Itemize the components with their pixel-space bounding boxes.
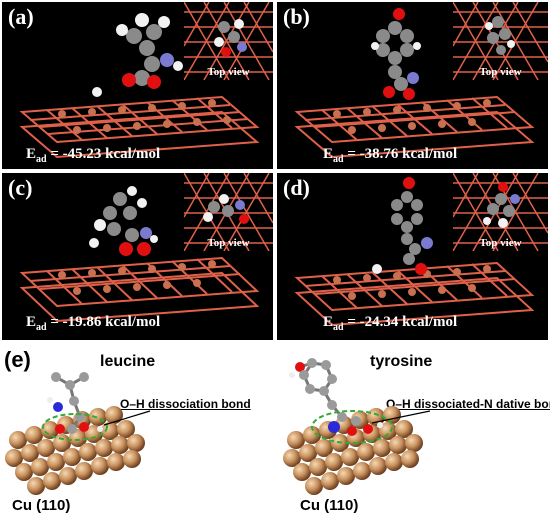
panel-a-structure [19,13,260,159]
copper-slab [19,95,260,159]
leucine-3d [47,372,103,434]
panel-a-energy: Ead = -45.23 kcal/mol [26,146,161,165]
leucine-bond-highlight [42,413,108,441]
panel-c-top-view-inset: Top view [184,173,273,251]
panel-b: (b) Top view Ead = -38.76 kcal/mol [277,2,548,169]
leucine-molecule-c [89,186,158,256]
panel-d-energy: Ead = -24.34 kcal/mol [323,314,458,333]
panel-c: (c) Top view Ead = -19.86 kcal/mol [2,173,273,340]
leucine-molecule [92,13,183,97]
tyrosine-3d [289,358,383,436]
tyrosine-molecule-d [372,177,433,275]
panel-a-label: (a) [8,4,34,29]
panel-a: (a) Top view Ead = -45.23 kcal/mol [2,2,273,169]
panel-c-top-view-label: Top view [207,237,250,249]
tyrosine-molecule [371,8,421,100]
panel-b-top-view-label: Top view [479,66,522,78]
section-e-label: (e) [4,347,31,372]
panel-c-label: (c) [8,175,33,200]
panel-a-top-view-label: Top view [207,66,250,78]
panel-b-label: (b) [283,4,310,29]
panel-b-energy: Ead = -38.76 kcal/mol [323,146,458,165]
section-e: (e) leucine O–H dissociation bond Cu (11… [0,345,550,520]
leucine-bond-note: O–H dissociation bond [120,397,251,411]
panel-c-structure [19,186,260,323]
tyrosine-surface-label: Cu (110) [300,497,359,514]
panel-c-energy: Ead = -19.86 kcal/mol [26,314,161,333]
section-e-illustration [5,358,431,495]
panel-d-top-view-label: Top view [479,237,522,249]
tyrosine-bond-highlight [311,410,393,444]
panel-b-structure [294,8,535,159]
copper-atoms [58,99,231,134]
panel-d-top-view-inset: Top view [453,173,548,251]
tyrosine-name: tyrosine [370,353,433,370]
panel-c-top-view-lattice [184,173,273,251]
panel-b-top-view-inset: Top view [453,2,548,80]
panel-d-label: (d) [283,175,310,200]
leucine-name: leucine [100,353,156,370]
panel-a-top-view-inset: Top view [184,2,273,80]
panel-d-structure [294,177,535,327]
right-cu-cluster [283,406,423,495]
panel-d: (d) Top view Ead = -24.34 kcal/mol [277,173,548,340]
panel-b-top-view-lattice [453,2,548,80]
panel-a-top-view-lattice [184,2,273,80]
tyrosine-bond-note: O–H dissociated-N dative bond [386,397,550,411]
panel-d-top-view-lattice [453,173,548,251]
leucine-surface-label: Cu (110) [12,497,71,514]
